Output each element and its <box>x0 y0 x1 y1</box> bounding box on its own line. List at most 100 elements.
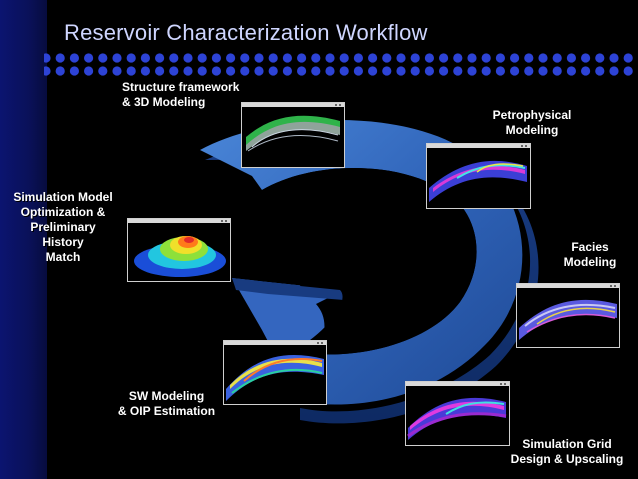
decorative-dot <box>524 66 534 76</box>
decorative-dot <box>254 53 264 63</box>
decorative-dot <box>495 66 505 76</box>
simulation-grid-image <box>405 381 510 446</box>
decorative-dot <box>325 66 335 76</box>
decorative-dot <box>112 66 122 76</box>
decorative-dot <box>353 66 363 76</box>
decorative-dot <box>353 53 363 63</box>
decorative-dot <box>211 66 221 76</box>
decorative-dot <box>467 53 477 63</box>
decorative-dot <box>538 66 548 76</box>
step-label-structure: Structure framework & 3D Modeling <box>122 80 240 109</box>
decorative-dot <box>424 53 434 63</box>
decorative-dot <box>609 53 619 63</box>
decorative-dot <box>424 66 434 76</box>
decorative-dot <box>595 53 605 63</box>
decorative-dot <box>623 53 633 63</box>
decorative-dot <box>311 66 321 76</box>
history-match-image <box>127 218 231 282</box>
slide-title: Reservoir Characterization Workflow <box>64 20 428 45</box>
decorative-dot <box>609 66 619 76</box>
decorative-dot <box>510 66 520 76</box>
decorative-dot <box>98 66 108 76</box>
decorative-dot <box>226 53 236 63</box>
decorative-dot <box>581 53 591 63</box>
decorative-dot <box>282 66 292 76</box>
left-band <box>0 0 47 479</box>
decorative-dot <box>268 66 278 76</box>
step-label-history-match: Simulation Model Optimization & Prelimin… <box>13 190 113 264</box>
decorative-dot <box>481 66 491 76</box>
step-label-sw-modeling: SW Modeling & OIP Estimation <box>117 389 216 418</box>
sw-model-image <box>223 340 327 405</box>
cycle-arrowhead-side <box>232 278 344 300</box>
decorative-dot <box>183 66 193 76</box>
decorative-dot <box>325 53 335 63</box>
decorative-dot <box>126 53 136 63</box>
decorative-dot <box>169 53 179 63</box>
step-label-facies: Facies Modeling <box>563 240 617 269</box>
decorative-dot <box>98 53 108 63</box>
decorative-dot <box>211 53 221 63</box>
decorative-dot <box>368 66 378 76</box>
decorative-dot <box>552 53 562 63</box>
decorative-dot <box>339 66 349 76</box>
cycle-arrow-inner <box>262 167 477 355</box>
decorative-dot <box>410 53 420 63</box>
decorative-dot <box>524 53 534 63</box>
facies-model-image <box>516 283 620 348</box>
decorative-dot <box>339 53 349 63</box>
petrophysical-model-image <box>426 143 531 209</box>
decorative-dot <box>297 66 307 76</box>
decorative-dot <box>439 53 449 63</box>
decorative-dot <box>126 66 136 76</box>
decorative-dot <box>538 53 548 63</box>
decorative-dot <box>155 53 165 63</box>
decorative-dot <box>467 66 477 76</box>
decorative-dot <box>382 53 392 63</box>
step-label-simulation-grid: Simulation Grid Design & Upscaling <box>510 437 624 466</box>
decorative-dot <box>69 66 79 76</box>
decorative-dot <box>396 53 406 63</box>
decorative-dot <box>140 53 150 63</box>
structure-model-image <box>241 102 345 168</box>
decorative-dot <box>297 53 307 63</box>
decorative-dot <box>44 53 51 63</box>
decorative-dot <box>69 53 79 63</box>
decorative-dot <box>481 53 491 63</box>
decorative-dot <box>410 66 420 76</box>
decorative-dot <box>453 53 463 63</box>
decorative-dot <box>368 53 378 63</box>
cycle-arrow-body <box>200 119 523 405</box>
decorative-dot <box>282 53 292 63</box>
decorative-dot <box>439 66 449 76</box>
decorative-dot <box>510 53 520 63</box>
decorative-dot <box>254 66 264 76</box>
decorative-dot <box>197 66 207 76</box>
decorative-dot <box>566 53 577 63</box>
decorative-dot <box>240 53 250 63</box>
decorative-dot <box>382 66 392 76</box>
decorative-dot <box>183 53 193 63</box>
decorative-dot <box>44 66 51 76</box>
decorative-dot <box>140 66 150 76</box>
decorative-dot <box>595 66 605 76</box>
decorative-dot <box>226 66 236 76</box>
decorative-dot <box>453 66 463 76</box>
decorative-dot <box>552 66 562 76</box>
decorative-dot <box>112 53 122 63</box>
step-label-petrophysical: Petrophysical Modeling <box>492 108 572 137</box>
decorative-dot <box>197 53 207 63</box>
decorative-dot <box>155 66 165 76</box>
decorative-dot <box>623 66 633 76</box>
decorative-dot <box>240 66 250 76</box>
dot-row <box>44 53 633 76</box>
decorative-dot <box>566 66 577 76</box>
decorative-dot <box>268 53 278 63</box>
decorative-dot <box>495 53 505 63</box>
decorative-dot <box>169 66 179 76</box>
decorative-dot <box>55 66 65 76</box>
decorative-dot <box>396 66 406 76</box>
decorative-dot <box>311 53 321 63</box>
